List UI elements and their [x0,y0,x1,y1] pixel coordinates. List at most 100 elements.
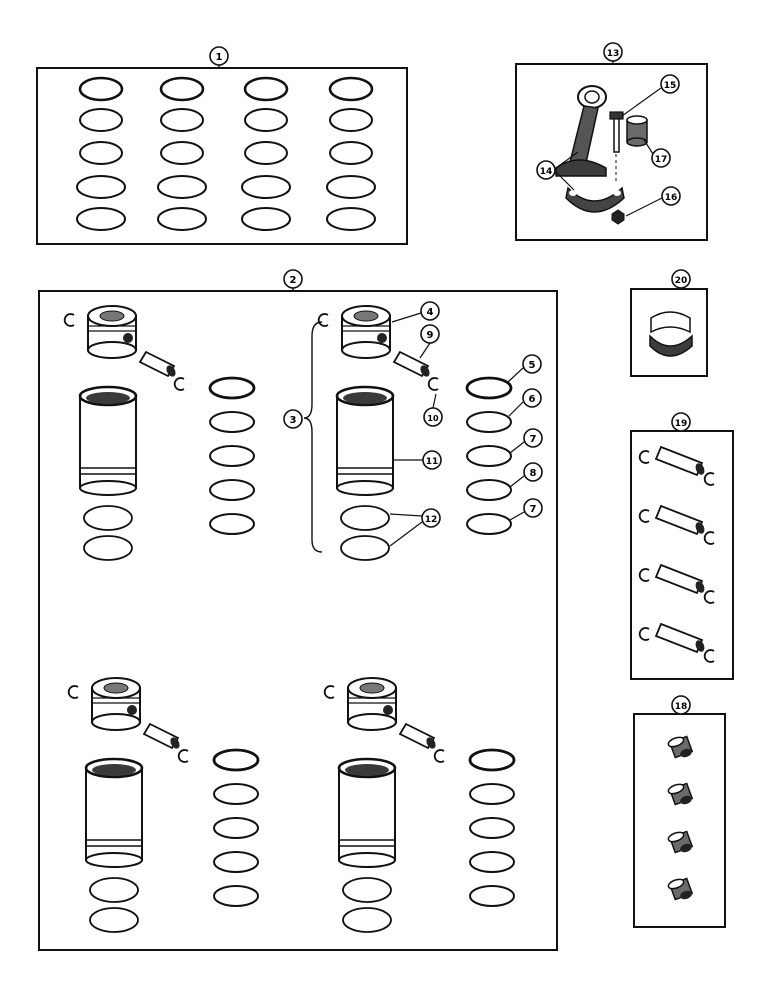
kit-bracket [303,321,323,553]
callout-7a: 7 [523,428,543,448]
callout-19: 19 [671,412,691,432]
piston-kit-1 [63,305,256,561]
piston-ring [160,141,204,165]
snap-ring-icon [703,590,715,604]
piston-icon [91,677,141,731]
callout-9: 9 [420,324,440,344]
piston-ring [466,445,512,467]
callout-17: 17 [651,148,671,168]
piston-ring [326,207,376,231]
callout-13: 13 [603,42,623,62]
rod-bolt-icon [609,111,624,182]
callout-18: 18 [671,695,691,715]
piston-ring [209,445,255,467]
piston-ring [212,748,260,772]
callout-6: 6 [522,388,542,408]
snap-ring-icon [63,313,75,327]
snap-ring-icon [638,568,650,582]
piston-kit-3 [67,677,260,933]
piston-ring [469,817,515,839]
callout-8-label: 8 [530,468,537,479]
piston-sleeve-kit-panel [38,290,558,951]
piston-ring [76,175,126,199]
piston-kits [63,305,516,933]
callout-6-label: 6 [529,394,536,405]
piston-ring [466,411,512,433]
piston-pin-sets [638,445,715,663]
callout-14: 14 [536,160,556,180]
callout-1: 1 [209,46,229,66]
piston-ring [213,783,259,805]
snap-ring-icon [638,627,650,641]
piston-ring [213,851,259,873]
piston-ring [469,783,515,805]
snap-ring-icon [433,749,445,763]
piston-kit-2 [317,305,513,561]
rod-bushing-icon [626,115,648,147]
callout-3-label: 3 [290,415,297,426]
snap-ring-icon [317,313,329,327]
callout-3: 3 [283,409,303,429]
callout-5-label: 5 [529,360,536,371]
piston-ring [209,479,255,501]
piston-ring [213,885,259,907]
snap-ring-icon [323,685,335,699]
piston-ring [157,175,207,199]
piston-ring [342,877,392,903]
piston-ring [243,76,289,102]
piston-pin-icon [654,445,705,477]
piston-ring [340,505,390,531]
ring-set-panel [36,67,408,245]
piston-ring [469,851,515,873]
snap-ring-icon [173,377,185,391]
callout-5: 5 [522,354,542,374]
piston-ring [208,376,256,400]
callout-11: 11 [422,450,442,470]
bushing-4 [667,877,694,901]
piston-ring [89,877,139,903]
piston-kit-4 [323,677,516,933]
bushings [667,735,694,901]
piston-ring [157,207,207,231]
callout-16-label: 16 [665,193,678,203]
piston-ring [160,108,204,132]
piston-ring [241,175,291,199]
callout-7b: 7 [523,498,543,518]
piston-pin-icon [654,563,705,595]
pin-set-4 [638,622,715,663]
rod-bearing-panel [630,288,708,377]
piston-ring [466,479,512,501]
piston-ring [213,817,259,839]
piston-ring [76,207,126,231]
callout-11-label: 11 [426,457,439,467]
bearing-shell-icon [649,311,693,357]
snap-ring-icon [67,685,79,699]
piston-pin-icon [398,722,436,750]
piston-ring [469,885,515,907]
callout-15: 15 [660,74,680,94]
rod-nut-icon [611,209,625,225]
callout-14-label: 14 [540,167,553,177]
callout-16: 16 [661,186,681,206]
snap-ring-icon [703,472,715,486]
ring-grid [76,76,376,231]
bushing-panel [633,713,726,928]
callout-13-label: 13 [607,49,620,59]
callout-4: 4 [420,301,440,321]
cylinder-sleeve-icon [335,385,395,496]
piston-ring [79,141,123,165]
callout-2-label: 2 [290,275,297,286]
callout-10: 10 [423,407,443,427]
piston-pin-icon [392,350,430,378]
callout-8: 8 [523,462,543,482]
piston-pin-icon [654,504,705,536]
piston-icon [87,305,137,359]
callout-10-label: 10 [427,414,439,423]
callout-7b-label: 7 [530,504,537,515]
piston-ring [329,108,373,132]
cylinder-sleeve-icon [84,757,144,868]
piston-pin-panel [630,430,734,680]
piston-ring [89,907,139,933]
